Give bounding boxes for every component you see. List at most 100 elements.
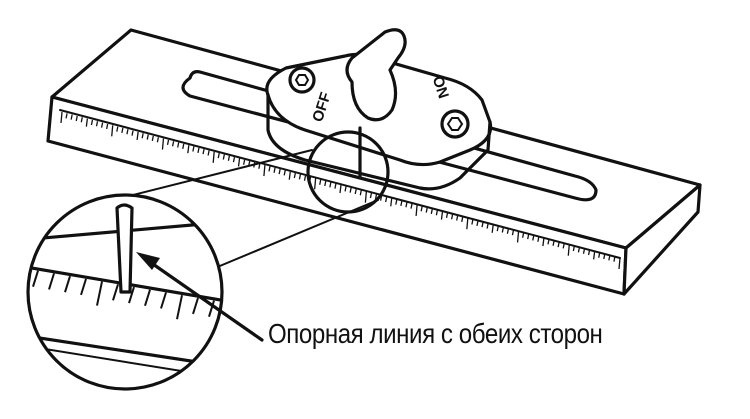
connector-line-bottom xyxy=(214,199,379,269)
ruler-tick xyxy=(197,147,200,153)
callout-label: Опорная линия с обеих сторон xyxy=(268,318,603,349)
ruler-tick xyxy=(608,255,611,261)
ruler-tick xyxy=(171,141,175,147)
ruler-tick xyxy=(283,170,286,176)
ruler-tick xyxy=(354,188,357,195)
ruler-tick xyxy=(613,256,616,262)
ruler-tick xyxy=(146,134,149,140)
ruler-tick xyxy=(242,159,246,165)
ruler-tick xyxy=(126,129,129,135)
ruler-tick xyxy=(572,245,575,252)
ruler-tick xyxy=(486,223,489,229)
zoom-tick xyxy=(160,292,167,309)
zoom-reference-line xyxy=(115,203,134,294)
ruler-tick xyxy=(136,131,139,140)
ruler-tick xyxy=(156,137,160,143)
ruler-tick xyxy=(506,228,510,234)
ruler-tick xyxy=(557,241,560,248)
hex-screw-icon xyxy=(440,109,470,139)
ruler-tick xyxy=(435,210,439,216)
detail-circle-large xyxy=(17,193,224,391)
ruler-tick xyxy=(324,180,327,187)
zoom-tick xyxy=(128,286,135,304)
ruler-tick xyxy=(166,139,170,146)
ruler-tick xyxy=(445,212,449,219)
ruler-tick xyxy=(552,240,555,246)
ruler-tick xyxy=(278,168,281,175)
ruler-tick xyxy=(227,155,231,161)
ruler-tick xyxy=(232,156,236,163)
zoom-tick xyxy=(192,297,199,315)
ruler-tick xyxy=(177,142,180,148)
ruler-tick xyxy=(65,113,68,119)
ruler-tick xyxy=(496,226,499,232)
ruler-tick xyxy=(116,126,119,132)
ruler-tick xyxy=(577,247,581,253)
ruler-tick xyxy=(151,135,154,142)
zoom-tick xyxy=(208,300,215,317)
ruler-tick xyxy=(385,196,388,203)
slider-clamp: OFF ON xyxy=(265,28,493,191)
ruler-tick xyxy=(542,238,545,247)
ruler-tick xyxy=(501,227,504,233)
ruler-tick xyxy=(511,229,515,236)
ruler-tick xyxy=(202,149,205,155)
ruler-tick xyxy=(405,202,408,208)
clamp-base xyxy=(266,93,492,191)
ruler-tick xyxy=(60,111,63,124)
ruler-tick xyxy=(547,239,550,245)
ruler-tick xyxy=(567,244,570,256)
ruler-tick xyxy=(288,171,291,180)
switch-on-label: ON xyxy=(429,74,452,101)
ruler-tick xyxy=(450,214,454,220)
ruler-tick xyxy=(222,154,225,160)
ruler-tick xyxy=(111,125,114,137)
ruler-tick xyxy=(329,182,332,188)
zoom-tick xyxy=(112,284,119,301)
ruler-tick xyxy=(121,127,124,134)
connector-line-top xyxy=(124,149,313,198)
ruler-tick xyxy=(466,218,469,230)
zoom-tick xyxy=(96,281,103,306)
zoom-tick xyxy=(17,268,22,292)
ruler-tick xyxy=(461,216,464,222)
arrow-icon xyxy=(136,252,264,342)
ruler-tick xyxy=(349,187,352,193)
ruler-tick xyxy=(410,203,413,209)
ruler-tick xyxy=(75,115,78,122)
ruler-tick xyxy=(521,232,525,238)
ruler-tick xyxy=(298,174,302,180)
ruler-tick xyxy=(319,179,322,185)
guide-slot xyxy=(181,70,598,202)
ruler-tick xyxy=(369,192,373,199)
ruler-tick xyxy=(268,166,271,172)
ruler-tick xyxy=(141,133,144,139)
ruler-tick xyxy=(212,151,215,163)
ruler-tick xyxy=(618,257,621,270)
ruler-tick xyxy=(85,118,89,127)
ruler-tick xyxy=(592,251,596,260)
ruler-end-face xyxy=(622,183,702,296)
ruler-tick xyxy=(187,145,190,154)
ruler-tick xyxy=(334,183,337,189)
ruler-tick xyxy=(390,198,393,207)
ruler-tick xyxy=(598,252,601,258)
ruler-tick xyxy=(313,178,317,190)
ruler-tick xyxy=(537,236,540,242)
ruler-tick xyxy=(395,199,398,205)
ruler-tick xyxy=(532,235,535,241)
ruler-tick xyxy=(364,191,368,203)
ruler-tick xyxy=(516,231,520,243)
ruler-tick xyxy=(425,207,428,213)
ruler-tick xyxy=(344,186,347,192)
ruler-tick xyxy=(491,224,494,233)
ruler-tick xyxy=(258,163,261,169)
ruler-tick xyxy=(90,119,94,126)
ruler-tick xyxy=(415,204,418,216)
ruler-tick xyxy=(481,222,484,228)
ruler-tick xyxy=(95,121,99,127)
ruler-tick xyxy=(374,194,378,200)
ruler-tick xyxy=(587,249,591,256)
zoom-tick xyxy=(176,294,183,320)
